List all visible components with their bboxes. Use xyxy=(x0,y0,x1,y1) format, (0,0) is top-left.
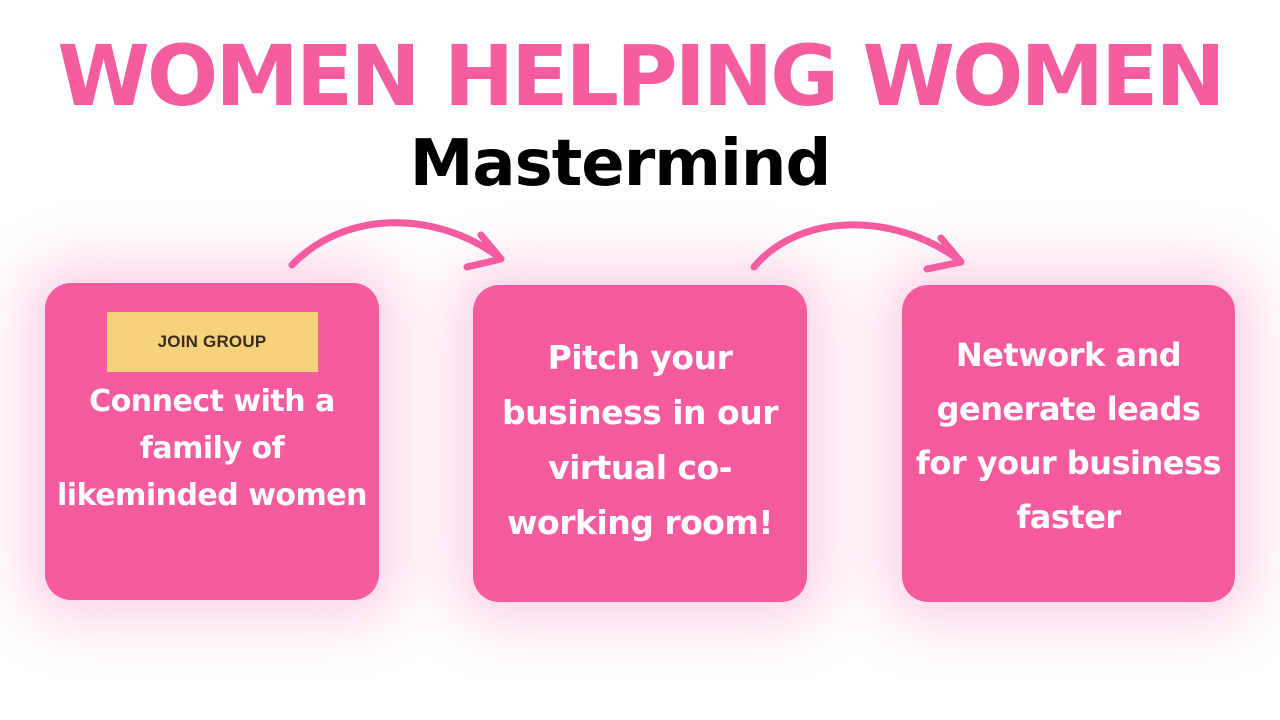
join-group-button[interactable]: JOIN GROUP xyxy=(106,312,318,372)
page-title: WOMEN HELPING WOMEN xyxy=(57,27,1225,125)
step-text-connect: Connect with a family of likeminded wome… xyxy=(57,384,368,513)
page-subtitle: Mastermind xyxy=(409,127,832,201)
curved-arrow-icon xyxy=(750,221,965,273)
step-card-pitch: Pitch your business in our virtual co-wo… xyxy=(473,285,807,602)
step-card-network: Network and generate leads for your busi… xyxy=(902,285,1235,602)
step-text-pitch: Pitch your business in our virtual co-wo… xyxy=(502,337,778,542)
curved-arrow-icon xyxy=(288,219,505,271)
step-text-network: Network and generate leads for your busi… xyxy=(915,335,1222,536)
step-card-connect: JOIN GROUP Connect with a family of like… xyxy=(45,283,379,600)
